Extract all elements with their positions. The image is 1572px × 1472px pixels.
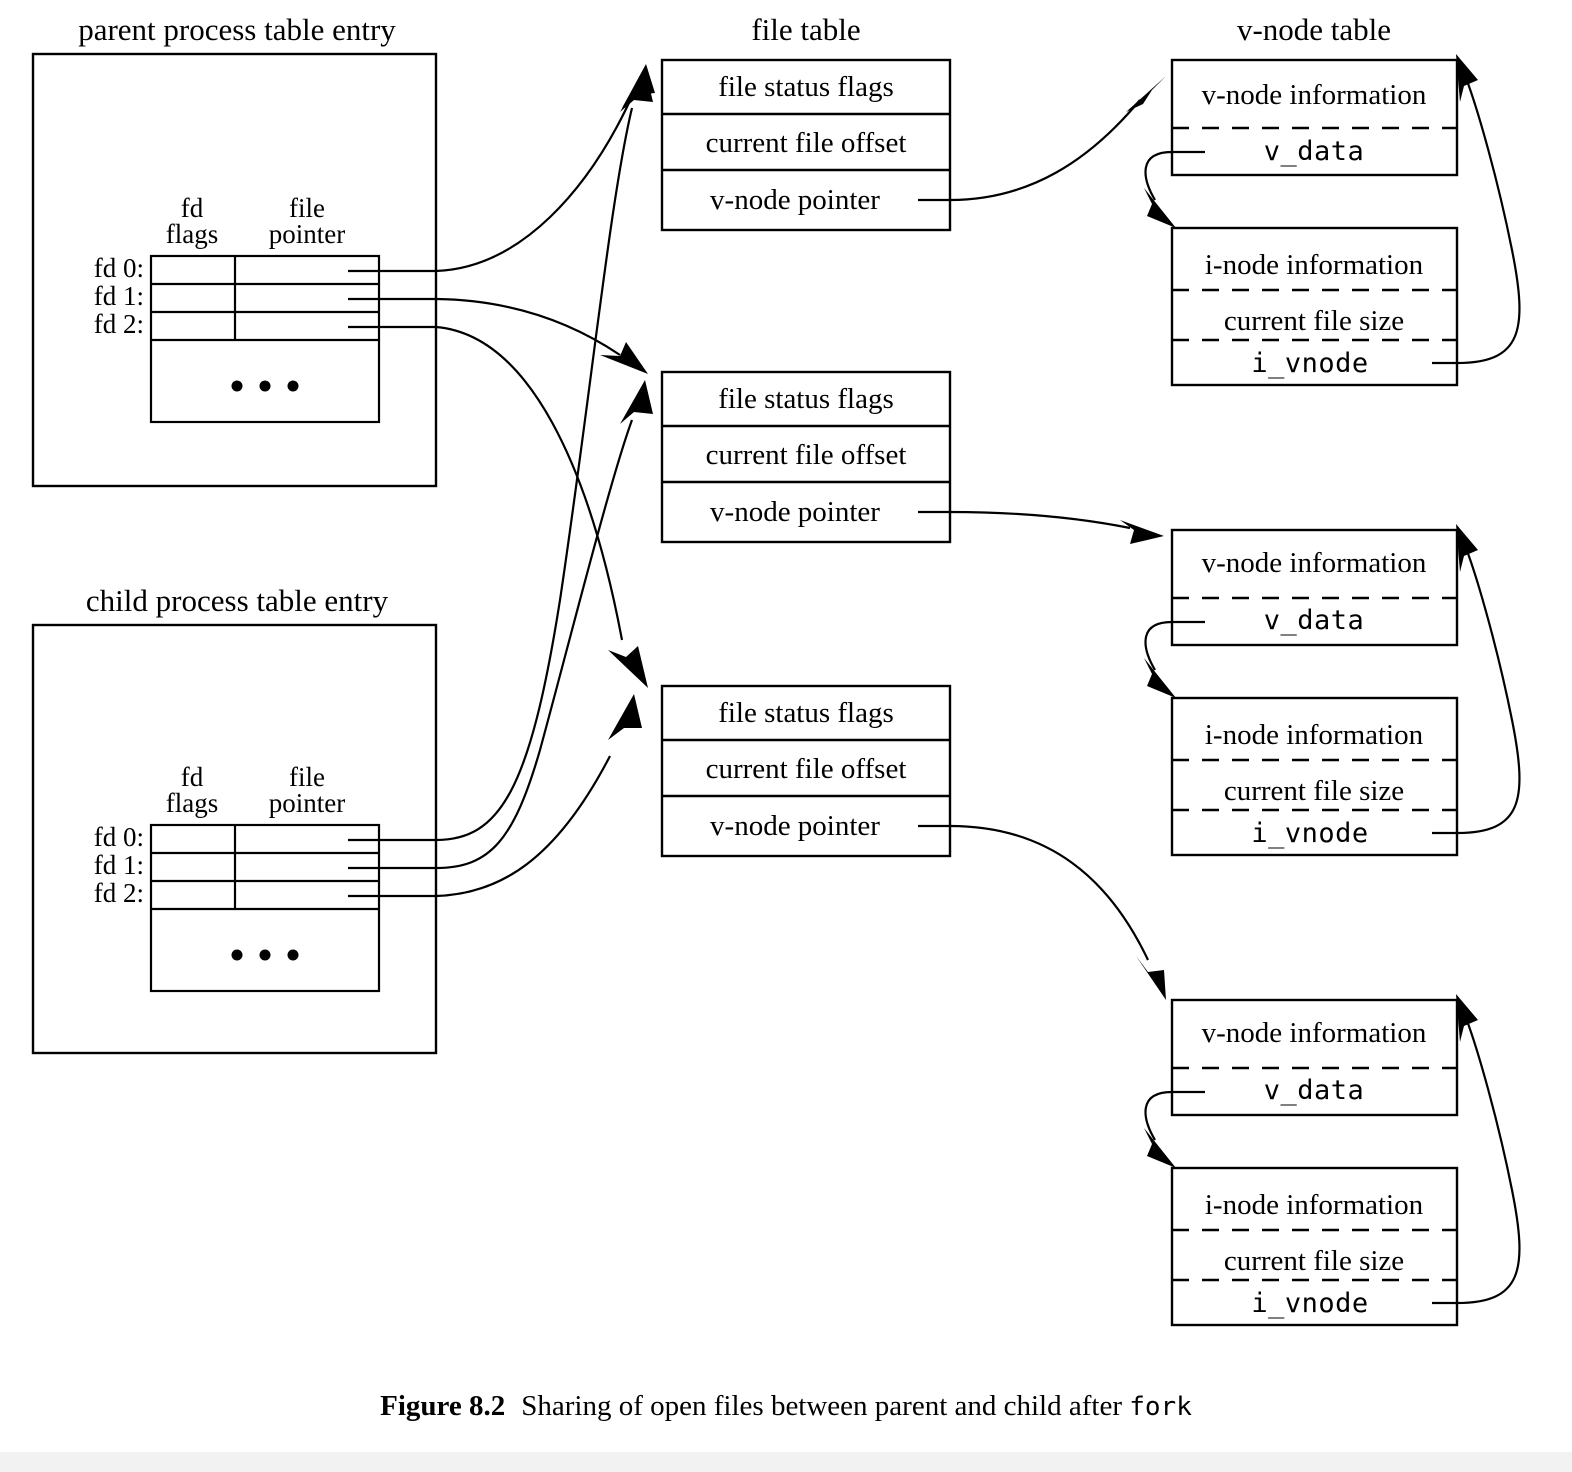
inode-3-i-vnode: i_vnode bbox=[1251, 1288, 1368, 1319]
figure-number: Figure 8.2 bbox=[380, 1390, 506, 1422]
parent-fd-ellipsis bbox=[231, 380, 299, 392]
vnode-group-1: v-node information v_data i-node informa… bbox=[1170, 58, 1459, 387]
inode-2-current-file-size: current file size bbox=[1224, 775, 1404, 807]
arrow-vdata-1-to-inode1 bbox=[1144, 150, 1205, 228]
file-entry-2-vnode-pointer: v-node pointer bbox=[710, 496, 880, 528]
figure-caption: Figure 8.2 Sharing of open files between … bbox=[0, 1390, 1572, 1423]
file-entry-2-status-flags: file status flags bbox=[718, 383, 894, 415]
vnode-group-2: v-node information v_data i-node informa… bbox=[1170, 528, 1459, 857]
arrow-file3-to-vnode3 bbox=[918, 824, 1166, 1000]
arrow-parent-fd1-to-file2 bbox=[435, 297, 648, 374]
arrow-child-fd2-to-file3 bbox=[435, 694, 642, 898]
parent-fd-flags-header-line1: fd bbox=[181, 193, 204, 223]
file-entry-2-box bbox=[660, 370, 952, 544]
parent-file-pointer-header-line2: pointer bbox=[269, 219, 345, 249]
arrow-vdata-2-to-inode2 bbox=[1144, 620, 1205, 698]
file-entry-3-status-flags: file status flags bbox=[718, 697, 894, 729]
child-fd-flags-header-line1: fd bbox=[181, 762, 204, 792]
vnode-1-v-data: v_data bbox=[1264, 136, 1365, 167]
inode-1-current-file-size: current file size bbox=[1224, 305, 1404, 337]
arrow-child-fd1-to-file2 bbox=[435, 380, 653, 870]
parent-process-table-title: parent process table entry bbox=[78, 12, 396, 47]
parent-fd-flags-header-line2: flags bbox=[166, 219, 218, 249]
file-entry-3-box bbox=[660, 684, 952, 858]
child-file-pointer-header-line2: pointer bbox=[269, 788, 345, 818]
child-fd-flags-header-line2: flags bbox=[166, 788, 218, 818]
vnode-table-title: v-node table bbox=[1237, 12, 1391, 47]
vnode-3-information: v-node information bbox=[1202, 1017, 1427, 1049]
arrow-ivnode-2-to-vnode2 bbox=[1432, 524, 1521, 835]
vnode-3-box bbox=[1170, 998, 1459, 1117]
inode-3-box bbox=[1170, 1166, 1459, 1327]
page-footer-bar bbox=[0, 1452, 1572, 1472]
inode-1-box bbox=[1170, 226, 1459, 387]
inode-2-i-vnode: i_vnode bbox=[1251, 818, 1368, 849]
inode-2-box bbox=[1170, 696, 1459, 857]
inode-1-information: i-node information bbox=[1205, 249, 1424, 281]
file-entry-3-vnode-pointer: v-node pointer bbox=[710, 810, 880, 842]
file-table-title: file table bbox=[751, 12, 860, 47]
child-fd-pointer-stubs bbox=[348, 838, 436, 898]
inode-3-information: i-node information bbox=[1205, 1189, 1424, 1221]
child-fd-ellipsis bbox=[231, 949, 299, 961]
file-entry-1-status-flags: file status flags bbox=[718, 71, 894, 103]
child-fd-row-label-1: fd 1: bbox=[94, 850, 144, 880]
child-fd-row-label-0: fd 0: bbox=[94, 822, 144, 852]
inode-3-current-file-size: current file size bbox=[1224, 1245, 1404, 1277]
parent-fd-row-label-2: fd 2: bbox=[94, 309, 144, 339]
vnode-1-information: v-node information bbox=[1202, 79, 1427, 111]
arrow-ivnode-3-to-vnode3 bbox=[1432, 994, 1521, 1305]
arrow-file2-to-vnode2 bbox=[918, 510, 1164, 544]
vnode-2-box bbox=[1170, 528, 1459, 647]
inode-2-information: i-node information bbox=[1205, 719, 1424, 751]
vnode-3-v-data: v_data bbox=[1264, 1075, 1365, 1106]
arrow-parent-fd2-to-file3 bbox=[435, 325, 648, 688]
vnode-1-box bbox=[1170, 58, 1459, 177]
file-entry-2-file-offset: current file offset bbox=[706, 439, 907, 471]
arrow-parent-fd0-to-file1 bbox=[435, 64, 655, 273]
child-file-pointer-header-line1: file bbox=[289, 762, 325, 792]
vnode-2-v-data: v_data bbox=[1264, 605, 1365, 636]
figure-caption-text: Sharing of open files between parent and… bbox=[521, 1390, 1122, 1422]
parent-process-table-group: parent process table entry fd flags file… bbox=[31, 12, 438, 488]
file-entry-3-file-offset: current file offset bbox=[706, 753, 907, 785]
arrow-vdata-3-to-inode3 bbox=[1144, 1090, 1205, 1168]
figure-caption-code: fork bbox=[1129, 1392, 1192, 1422]
inode-1-i-vnode: i_vnode bbox=[1251, 348, 1368, 379]
parent-file-pointer-header-line1: file bbox=[289, 193, 325, 223]
parent-fd-pointer-stubs bbox=[348, 269, 436, 329]
arrow-child-fd0-to-file1 bbox=[435, 68, 653, 842]
child-fd-row-label-2: fd 2: bbox=[94, 878, 144, 908]
parent-fd-row-label-1: fd 1: bbox=[94, 281, 144, 311]
vnode-2-information: v-node information bbox=[1202, 547, 1427, 579]
file-entry-1-vnode-pointer: v-node pointer bbox=[710, 184, 880, 216]
file-entry-1-box bbox=[660, 58, 952, 232]
arrow-ivnode-1-to-vnode1 bbox=[1432, 54, 1521, 365]
child-process-table-group: child process table entry fd flags file … bbox=[31, 583, 438, 1055]
parent-fd-row-label-0: fd 0: bbox=[94, 253, 144, 283]
file-entry-1-file-offset: current file offset bbox=[706, 127, 907, 159]
arrow-file1-to-vnode1 bbox=[918, 76, 1166, 202]
child-process-table-title: child process table entry bbox=[86, 583, 389, 618]
vnode-group-3: v-node information v_data i-node informa… bbox=[1170, 998, 1459, 1327]
file-table-entry-2: file status flags current file offset v-… bbox=[660, 370, 952, 544]
file-table-entry-1: file status flags current file offset v-… bbox=[660, 58, 952, 232]
file-table-entry-3: file status flags current file offset v-… bbox=[660, 684, 952, 858]
